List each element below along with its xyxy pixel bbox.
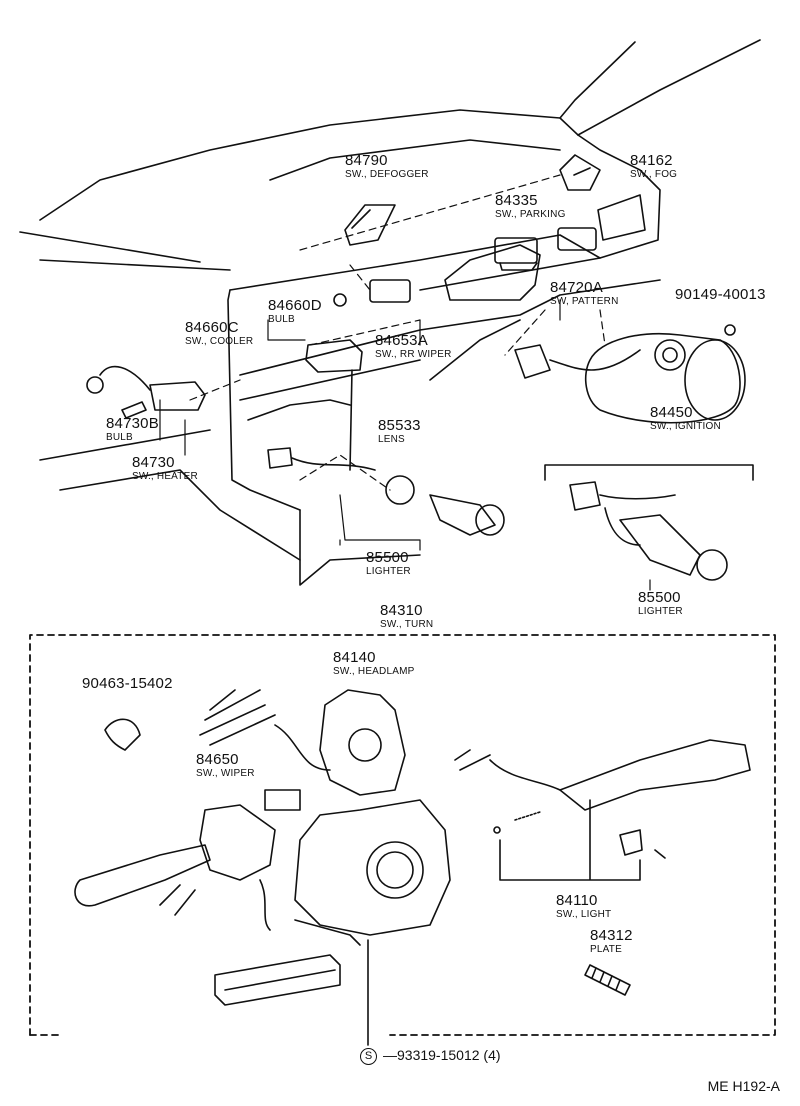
- part-name: SW., DEFOGGER: [345, 169, 429, 180]
- part-name: SW., WIPER: [196, 768, 255, 779]
- bracket-lines: [159, 299, 651, 591]
- part-number: 84790: [345, 152, 388, 169]
- part-name: BULB: [106, 432, 133, 443]
- part-name: SW., FOG: [630, 169, 678, 180]
- part-name: LIGHTER: [638, 606, 683, 617]
- sw-pattern-shape: [557, 227, 597, 251]
- part-name: BULB: [268, 314, 295, 325]
- label-84310[interactable]: 84310 SW., TURN: [380, 603, 433, 630]
- part-number: 84660D: [268, 297, 322, 314]
- lighter-main-shape: [267, 447, 505, 536]
- turn-switch-box: [29, 634, 776, 1036]
- part-number: 85500: [366, 549, 409, 566]
- clamp-shape: [104, 718, 141, 751]
- combination-body-shape: [294, 799, 451, 946]
- label-84730B[interactable]: 84730B BULB: [106, 416, 159, 443]
- part-number: 84720A: [550, 279, 603, 296]
- connector-shape: [214, 954, 341, 1006]
- screw-part-number: 93319-15012: [397, 1047, 480, 1063]
- sw-parking-shape: [494, 237, 538, 271]
- label-84450[interactable]: 84450 SW., IGNITION: [650, 405, 721, 432]
- sw-rrwiper-shape: [369, 279, 411, 303]
- part-number: 90149-40013: [675, 286, 766, 303]
- part-name: LENS: [378, 434, 405, 445]
- wiper-switch-shape: [74, 789, 301, 931]
- dashboard-outline: [19, 39, 761, 586]
- headlamp-switch-shape: [199, 689, 406, 796]
- sw-fog-shape: [559, 154, 601, 191]
- part-number: 90463-15402: [82, 675, 173, 692]
- label-90463-15402[interactable]: 90463-15402: [82, 676, 173, 691]
- label-84720A[interactable]: 84720A SW, PATTERN: [550, 280, 619, 307]
- sw-ignition-shape: [514, 324, 746, 424]
- part-number: 84730B: [106, 415, 159, 432]
- part-number: 85533: [378, 417, 421, 434]
- part-number: 84730: [132, 454, 175, 471]
- dashed-leaders: [189, 174, 606, 491]
- screw-quantity: (4): [483, 1047, 501, 1063]
- label-84312[interactable]: 84312 PLATE: [590, 928, 633, 955]
- part-number: 84335: [495, 192, 538, 209]
- screw-reference[interactable]: S —93319-15012 (4): [360, 1047, 501, 1065]
- part-number: 84450: [650, 404, 693, 421]
- lighter-alt-box: [544, 464, 754, 581]
- label-84730[interactable]: 84730 SW., HEATER: [132, 455, 198, 482]
- part-name: SW, PATTERN: [550, 296, 619, 307]
- part-number: 84162: [630, 152, 673, 169]
- part-number: 84310: [380, 602, 423, 619]
- plate-shape: [584, 964, 631, 996]
- sw-cooler-shape: [305, 293, 363, 373]
- part-number: 84312: [590, 927, 633, 944]
- label-84650[interactable]: 84650 SW., WIPER: [196, 752, 255, 779]
- screw-symbol: S: [360, 1047, 377, 1065]
- part-name: SW., IGNITION: [650, 421, 721, 432]
- label-84790[interactable]: 84790 SW., DEFOGGER: [345, 153, 429, 180]
- sw-heater-shape: [86, 365, 206, 419]
- light-switch-shape: [454, 739, 751, 881]
- part-name: SW., RR WIPER: [375, 349, 452, 360]
- label-84110[interactable]: 84110 SW., LIGHT: [556, 893, 611, 920]
- part-name: SW., HEATER: [132, 471, 198, 482]
- part-number: 84660C: [185, 319, 239, 336]
- part-name: PLATE: [590, 944, 622, 955]
- diagram-code: ME H192-A: [707, 1078, 780, 1094]
- part-name: SW., HEADLAMP: [333, 666, 415, 677]
- label-85500-main[interactable]: 85500 LIGHTER: [366, 550, 411, 577]
- label-84140[interactable]: 84140 SW., HEADLAMP: [333, 650, 415, 677]
- part-number: 85500: [638, 589, 681, 606]
- part-number: 84650: [196, 751, 239, 768]
- part-name: SW., COOLER: [185, 336, 254, 347]
- label-84162[interactable]: 84162 SW., FOG: [630, 153, 677, 180]
- part-name: LIGHTER: [366, 566, 411, 577]
- sw-defogger-shape: [344, 204, 396, 246]
- part-number: 84110: [556, 892, 598, 909]
- label-85500-alt[interactable]: 85500 LIGHTER: [638, 590, 683, 617]
- label-84660D[interactable]: 84660D BULB: [268, 298, 322, 325]
- part-number: 84653A: [375, 332, 428, 349]
- part-name: SW., PARKING: [495, 209, 566, 220]
- part-name: SW., TURN: [380, 619, 434, 630]
- label-90149-40013[interactable]: 90149-40013: [675, 287, 766, 302]
- label-84653A[interactable]: 84653A SW., RR WIPER: [375, 333, 452, 360]
- label-84660C[interactable]: 84660C SW., COOLER: [185, 320, 253, 347]
- label-85533[interactable]: 85533 LENS: [378, 418, 421, 445]
- label-84335[interactable]: 84335 SW., PARKING: [495, 193, 566, 220]
- part-name: SW., LIGHT: [556, 909, 612, 920]
- part-number: 84140: [333, 649, 376, 666]
- screw-leader-dash: —: [383, 1047, 397, 1063]
